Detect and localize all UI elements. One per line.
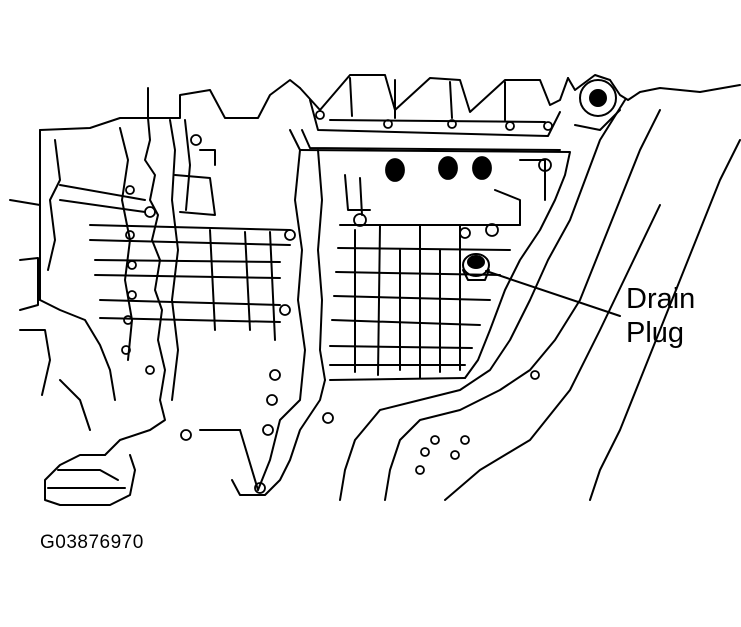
transmission-body	[199, 129, 571, 496]
drain-plug-callout: Drain Plug	[626, 282, 695, 350]
transmission-case-ribs	[59, 149, 291, 341]
callout-line-1: Drain	[626, 283, 696, 315]
crossmember-holes	[415, 370, 540, 475]
callout-line-2: Plug	[626, 317, 685, 349]
drain-plug	[462, 253, 490, 281]
case-bolts-left	[121, 134, 202, 441]
drain-plug-leader-line	[485, 270, 621, 317]
crossmember	[339, 99, 741, 501]
oil-pan-grid	[329, 224, 521, 379]
mount-boss	[574, 79, 621, 131]
engine-block-outline	[147, 74, 741, 151]
oil-pan-rim-bolts	[315, 110, 553, 131]
oil-pan-bolts	[254, 156, 552, 494]
figure-id: G03876970	[40, 532, 144, 553]
bell-housing	[9, 117, 191, 506]
